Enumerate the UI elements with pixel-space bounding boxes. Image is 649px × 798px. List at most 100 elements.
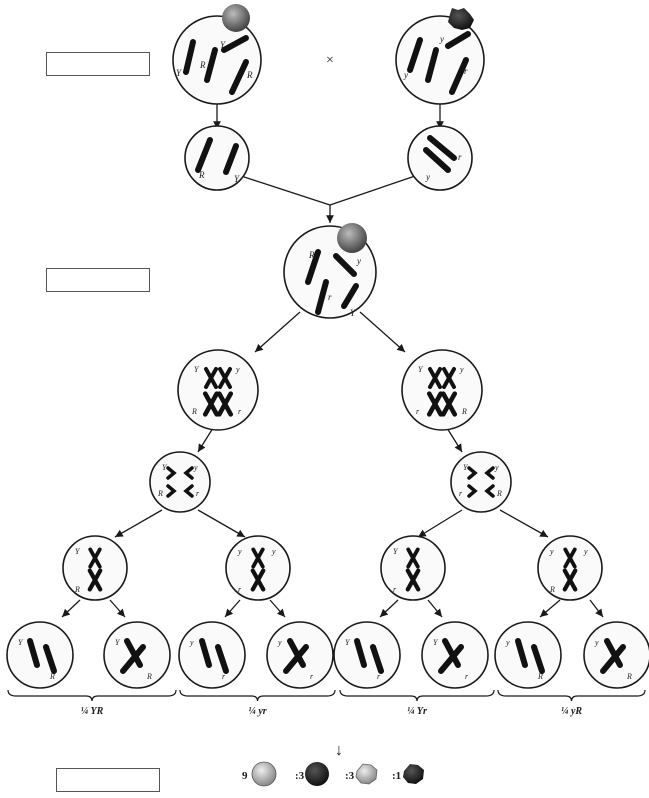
svg-text:y: y (425, 172, 430, 182)
arrow-f1-left (254, 311, 301, 353)
arrow-gamete-right-to-f1 (329, 174, 419, 206)
brace-1 (7, 689, 177, 702)
svg-text:R: R (496, 489, 502, 498)
arrow-g2b (269, 599, 286, 618)
label-box-f2[interactable] (56, 768, 160, 792)
ratio-count-2: :3 (295, 770, 305, 782)
svg-text:Y: Y (220, 40, 226, 50)
gamete-group-label-2: ¼ yr (248, 706, 266, 717)
pea-wrinkled-green-icon (448, 8, 474, 30)
svg-text:R: R (191, 407, 197, 416)
arrow-gamete-left-to-f1 (237, 174, 331, 206)
label-box-f1[interactable] (46, 268, 150, 292)
svg-text:y: y (193, 463, 198, 472)
svg-text:r: r (222, 672, 226, 681)
svg-text:Y: Y (433, 638, 439, 647)
cell-gamete-4: yr (266, 621, 334, 689)
ratio-count-4: :1 (392, 770, 401, 782)
cell-meiosis2-4: y yR (537, 535, 603, 601)
svg-text:R: R (49, 672, 55, 681)
svg-text:r: r (458, 152, 462, 162)
pea-wrinkled-green-icon (403, 764, 424, 784)
arrow-ma-right-a (417, 509, 463, 538)
svg-text:Y: Y (176, 68, 182, 78)
svg-text:r: r (465, 672, 469, 681)
gamete-group-label-4: ¼ yR (561, 706, 582, 717)
svg-text:Y: Y (463, 463, 469, 472)
svg-text:y: y (235, 365, 240, 374)
cell-meiosis2-2: y y r (225, 535, 291, 601)
arrow-ma-left-b (197, 509, 246, 538)
svg-text:y: y (271, 547, 276, 556)
svg-text:Y: Y (194, 365, 200, 374)
svg-text:R: R (308, 250, 315, 260)
arrow-ma-left-a (114, 509, 163, 538)
arrow-g4a (539, 599, 561, 618)
cell-gamete-6: Yr (421, 621, 489, 689)
svg-text:R: R (74, 585, 80, 594)
svg-text:R: R (146, 672, 152, 681)
svg-text:y: y (505, 638, 510, 647)
arrows (61, 103, 604, 618)
svg-text:R: R (198, 170, 205, 180)
svg-text:r: r (238, 585, 242, 594)
svg-text:R: R (461, 407, 467, 416)
svg-text:y: y (403, 70, 408, 80)
ratio-count-1: 9 (242, 770, 248, 782)
cell-parent-left: YY RR (172, 4, 262, 105)
svg-text:y: y (494, 463, 499, 472)
arrow-g1b (109, 599, 126, 618)
svg-text:Y: Y (350, 308, 356, 318)
svg-text:R: R (549, 585, 555, 594)
brace-2 (179, 689, 336, 702)
svg-text:Y: Y (418, 365, 424, 374)
cell-meiosis2-3: Yr (380, 535, 446, 601)
cross-symbol: × (326, 53, 334, 68)
svg-text:y: y (189, 638, 194, 647)
cell-parent-right: yy rr (395, 8, 485, 105)
svg-text:Y: Y (393, 547, 399, 556)
svg-text:y: y (583, 547, 588, 556)
arrow-ma-right-b (499, 509, 549, 538)
arrow-g2a (224, 599, 241, 618)
svg-text:Y: Y (162, 463, 168, 472)
pea-round-yellow-icon (222, 4, 250, 32)
svg-text:Y: Y (345, 638, 351, 647)
svg-text:R: R (199, 60, 206, 70)
svg-text:y: y (594, 638, 599, 647)
cell-gamete-5: Yr (333, 621, 401, 689)
svg-text:y: y (277, 638, 282, 647)
pea-round-yellow-f1-icon (337, 223, 367, 253)
gamete-group-label-1: ¼ YR (81, 706, 104, 717)
arrow-f1-right (359, 311, 406, 353)
cell-gamete-8: yR (583, 621, 649, 689)
svg-text:r: r (196, 489, 200, 498)
svg-text:R: R (537, 672, 543, 681)
svg-text:y: y (356, 256, 361, 266)
svg-text:y: y (549, 547, 554, 556)
pea-wrinkled-yellow-icon (355, 763, 378, 785)
svg-text:y: y (237, 547, 242, 556)
svg-text:y: y (459, 365, 464, 374)
svg-text:Y: Y (75, 547, 81, 556)
pea-round-yellow-icon (251, 761, 277, 787)
svg-text:r: r (238, 407, 242, 416)
gamete-group-label-3: ¼ Yr (407, 706, 427, 717)
pea-round-green-icon (305, 762, 329, 786)
svg-text:R: R (626, 672, 632, 681)
arrow-to-ratio: ↓ (335, 742, 343, 759)
cell-f1: Ry rY (283, 223, 377, 319)
cell-gamete-3: yr (178, 621, 246, 689)
svg-text:Y: Y (234, 174, 240, 184)
label-box-parental[interactable] (46, 52, 150, 76)
arrow-g1a (61, 599, 81, 618)
brace-4 (497, 689, 646, 702)
cell-meiosis2-1: YR (62, 535, 128, 601)
cell-gamete-2: YR (103, 621, 171, 689)
